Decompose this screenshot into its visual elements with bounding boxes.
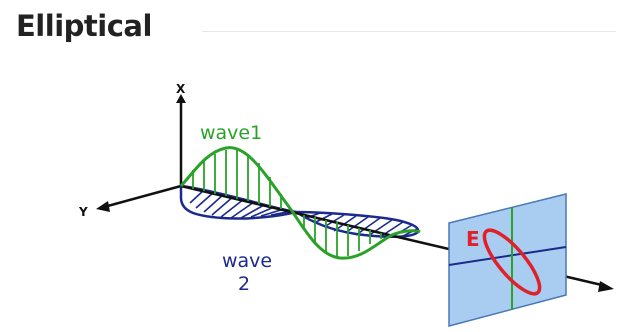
y-axis-label: Y — [78, 205, 88, 219]
plane-panel — [448, 193, 567, 327]
section-header: Elliptical — [0, 0, 620, 60]
x-axis-arrowhead — [176, 94, 186, 103]
wave2-label-line2: 2 — [238, 273, 250, 295]
wave2-label-line1: wave — [222, 250, 272, 272]
observation-plane — [448, 193, 567, 327]
wave1-vertical-lines-2 — [303, 215, 382, 257]
wave1-vertical-lines-1 — [192, 150, 282, 209]
plane-horizontal-line — [448, 246, 567, 266]
wave1 — [179, 146, 421, 260]
electric-field-ellipse — [482, 228, 542, 296]
section-title: Elliptical — [16, 9, 152, 43]
field-label: E — [466, 227, 480, 251]
y-axis-line — [103, 184, 182, 209]
y-axis-arrowhead — [96, 201, 110, 212]
title-divider — [202, 31, 616, 32]
propagation-axis-arrowhead — [598, 281, 614, 292]
wave1-label: wave1 — [200, 122, 262, 144]
x-axis-label: X — [176, 82, 186, 96]
wave1-lower-lobe — [290, 210, 421, 260]
wave1-upper-lobe — [179, 146, 294, 212]
